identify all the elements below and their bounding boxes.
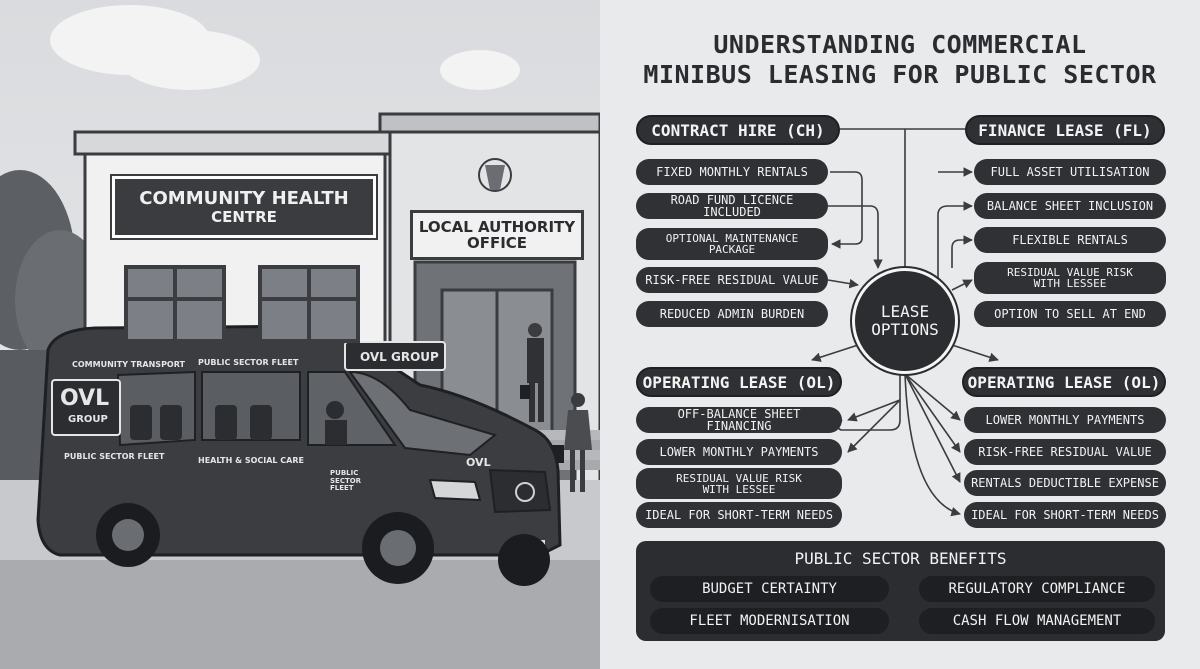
ol-right-item-3: RENTALS DEDUCTIBLE EXPENSE bbox=[964, 470, 1166, 496]
ol-left-item-3-line1: RESIDUAL VALUE RISK bbox=[676, 471, 802, 485]
sign-office-line1: LOCAL AUTHORITY bbox=[418, 217, 576, 236]
public-sector-benefits-panel: PUBLIC SECTOR BENEFITS BUDGET CERTAINTY … bbox=[636, 541, 1165, 641]
sign-main-line1: COMMUNITY HEALTH bbox=[139, 187, 349, 209]
fl-item-5: OPTION TO SELL AT END bbox=[974, 301, 1166, 327]
sign-office-line2: OFFICE bbox=[466, 234, 528, 252]
fl-item-1-text: FULL ASSET UTILISATION bbox=[990, 165, 1150, 179]
title-line1: UNDERSTANDING COMMERCIAL bbox=[713, 30, 1087, 59]
benefit-regulatory-compliance: REGULATORY COMPLIANCE bbox=[919, 576, 1155, 602]
local-authority-office-sign: LOCAL AUTHORITY OFFICE bbox=[410, 210, 584, 260]
door-text-line3: FLEET bbox=[330, 484, 354, 493]
fl-item-2-text: BALANCE SHEET INCLUSION bbox=[986, 199, 1154, 213]
connector-lines bbox=[811, 128, 999, 517]
ol-left-item-4: IDEAL FOR SHORT-TERM NEEDS bbox=[636, 502, 842, 528]
finance-lease-header: FINANCE LEASE (FL) bbox=[965, 115, 1165, 145]
door-text: PUBLIC SECTOR FLEET bbox=[330, 469, 362, 493]
bus-logo-big: OVL bbox=[60, 386, 110, 411]
ch-item-2: ROAD FUND LICENCE INCLUDED bbox=[636, 193, 828, 219]
ol-left-item-4-text: IDEAL FOR SHORT-TERM NEEDS bbox=[645, 508, 833, 522]
center-node-line2: OPTIONS bbox=[871, 320, 939, 339]
ch-item-3-line2: PACKAGE bbox=[708, 243, 756, 256]
title-line2: MINIBUS LEASING FOR PUBLIC SECTOR bbox=[643, 60, 1157, 89]
roof-sign-label: OVL GROUP bbox=[360, 350, 439, 364]
ch-item-4: RISK-FREE RESIDUAL VALUE bbox=[636, 267, 828, 293]
ch-item-2-text: ROAD FUND LICENCE INCLUDED bbox=[670, 193, 794, 219]
minibus-illustration: COMMUNITY HEALTH CENTRE LOCAL AUTHORITY … bbox=[0, 0, 600, 669]
ol-left-item-3-line2: WITH LESSEE bbox=[702, 482, 776, 496]
operating-lease-left-header: OPERATING LEASE (OL) bbox=[636, 367, 842, 397]
public-sector-fleet-top-label: PUBLIC SECTOR FLEET bbox=[198, 358, 299, 367]
benefit-cash-flow-management: CASH FLOW MANAGEMENT bbox=[919, 608, 1155, 634]
community-health-centre-sign: COMMUNITY HEALTH CENTRE bbox=[112, 176, 376, 238]
hood-logo: OVL bbox=[466, 456, 491, 469]
benefits-title: PUBLIC SECTOR BENEFITS bbox=[794, 549, 1007, 568]
fl-item-1: FULL ASSET UTILISATION bbox=[974, 159, 1166, 185]
lease-options-diagram: UNDERSTANDING COMMERCIAL MINIBUS LEASING… bbox=[600, 0, 1200, 669]
center-node-line1: LEASE bbox=[880, 301, 930, 321]
ol-left-item-2: LOWER MONTHLY PAYMENTS bbox=[636, 439, 842, 465]
fl-item-3-text: FLEXIBLE RENTALS bbox=[1012, 233, 1128, 247]
ol-right-item-2-text: RISK-FREE RESIDUAL VALUE bbox=[978, 445, 1152, 459]
ol-left-item-2-text: LOWER MONTHLY PAYMENTS bbox=[659, 445, 819, 459]
fl-item-2: BALANCE SHEET INCLUSION bbox=[974, 193, 1166, 219]
door-text-line1: PUBLIC bbox=[330, 469, 359, 477]
benefit-fleet-modernisation: FLEET MODERNISATION bbox=[650, 608, 889, 634]
benefit-budget-certainty: BUDGET CERTAINTY bbox=[650, 576, 889, 602]
ch-item-5: REDUCED ADMIN BURDEN bbox=[636, 301, 828, 327]
building-window-right bbox=[258, 265, 360, 343]
health-social-care-label: HEALTH & SOCIAL CARE bbox=[198, 456, 304, 465]
building-window-left bbox=[124, 265, 226, 343]
fl-item-3: FLEXIBLE RENTALS bbox=[974, 227, 1166, 253]
ol-right-item-4: IDEAL FOR SHORT-TERM NEEDS bbox=[964, 502, 1166, 528]
ol-left-item-1: OFF-BALANCE SHEET FINANCING bbox=[636, 407, 842, 433]
ch-item-3-line1: OPTIONAL MAINTENANCE bbox=[665, 232, 799, 245]
ch-item-1-text: FIXED MONTHLY RENTALS bbox=[656, 165, 808, 179]
ol-right-item-1-text: LOWER MONTHLY PAYMENTS bbox=[985, 413, 1145, 427]
ch-item-1: FIXED MONTHLY RENTALS bbox=[636, 159, 828, 185]
community-transport-label: COMMUNITY TRANSPORT bbox=[72, 360, 185, 369]
ol-left-item-1-text: OFF-BALANCE SHEET FINANCING bbox=[677, 407, 801, 433]
fl-item-5-text: OPTION TO SELL AT END bbox=[994, 307, 1146, 321]
ol-right-item-3-text: RENTALS DEDUCTIBLE EXPENSE bbox=[971, 476, 1159, 490]
public-sector-fleet-bottom-label: PUBLIC SECTOR FLEET bbox=[64, 452, 165, 461]
ch-item-4-text: RISK-FREE RESIDUAL VALUE bbox=[645, 273, 819, 287]
ol-right-item-1: LOWER MONTHLY PAYMENTS bbox=[964, 407, 1166, 433]
operating-lease-right-header: OPERATING LEASE (OL) bbox=[962, 367, 1166, 397]
lease-options-node: LEASE OPTIONS bbox=[852, 268, 958, 374]
bus-logo-small: GROUP bbox=[68, 414, 108, 425]
sign-main-line2: CENTRE bbox=[211, 207, 277, 226]
fl-item-4-line1: RESIDUAL VALUE RISK bbox=[1007, 266, 1133, 279]
door-text-line2: SECTOR bbox=[330, 476, 362, 485]
contract-hire-header: CONTRACT HIRE (CH) bbox=[636, 115, 840, 145]
ol-right-item-2: RISK-FREE RESIDUAL VALUE bbox=[964, 439, 1166, 465]
ch-item-5-text: REDUCED ADMIN BURDEN bbox=[659, 307, 805, 321]
ol-right-item-4-text: IDEAL FOR SHORT-TERM NEEDS bbox=[971, 508, 1159, 522]
fl-item-4-line2: WITH LESSEE bbox=[1033, 277, 1107, 290]
